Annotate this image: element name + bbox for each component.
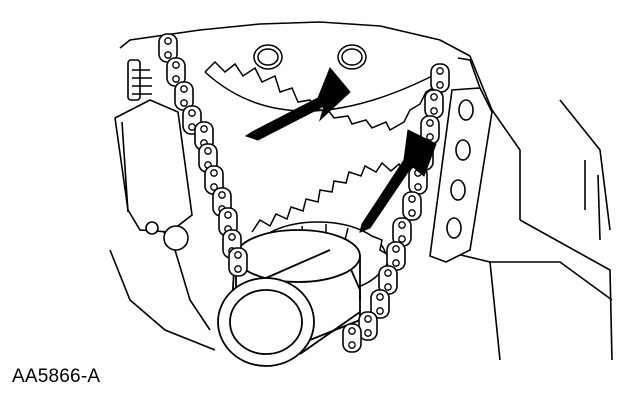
chain-tensioner xyxy=(115,60,192,250)
arrow-lower xyxy=(360,130,436,232)
chain-guide xyxy=(430,58,492,262)
arrow-upper xyxy=(246,68,350,140)
figure-id-label: AA5866-A xyxy=(12,366,101,387)
crankshaft-nose xyxy=(218,230,360,366)
